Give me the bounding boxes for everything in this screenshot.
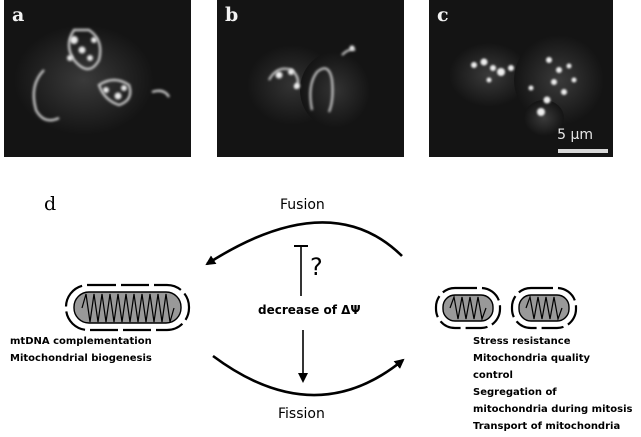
panel-label-a: a — [12, 4, 25, 26]
fusion-arrow — [205, 221, 403, 266]
fission-functions-list: Stress resistance Mitochondria quality c… — [473, 333, 633, 435]
micrograph-b-image — [247, 45, 370, 128]
fragmented-mitochondrion-icon-2 — [510, 286, 578, 330]
panel-label-c: c — [437, 4, 449, 26]
list-item: mitochondria during mitosis — [473, 404, 633, 415]
fission-label: Fission — [278, 406, 325, 422]
micrograph-panel-a: a — [4, 0, 191, 157]
list-item: mtDNA complementation — [10, 336, 152, 347]
list-item: Stress resistance — [473, 336, 571, 347]
fission-arrow — [212, 354, 405, 397]
center-label: decrease of ΔΨ — [258, 303, 361, 317]
micrograph-a-image — [14, 25, 170, 135]
question-mark: ? — [310, 253, 323, 281]
list-item: Segregation of — [473, 387, 557, 398]
micrograph-c-image — [449, 35, 604, 136]
list-item: Transport of mitochondria — [473, 421, 621, 432]
panel-label-b: b — [225, 4, 239, 26]
fused-mitochondrion-icon — [64, 283, 191, 332]
fusion-functions-list: mtDNA complementation Mitochondrial biog… — [10, 333, 152, 367]
list-item: Mitochondria quality — [473, 353, 590, 364]
list-item: Mitochondrial biogenesis — [10, 353, 152, 364]
scale-bar — [558, 149, 608, 153]
list-item: control — [473, 370, 513, 381]
scale-bar-label: 5 µm — [557, 127, 593, 143]
fragmented-mitochondrion-icon-1 — [434, 286, 502, 330]
panel-label-d: d — [44, 193, 57, 215]
micrograph-panel-b: b — [217, 0, 404, 157]
fusion-label: Fusion — [280, 197, 325, 213]
micrograph-panel-c: c 5 µm — [429, 0, 613, 157]
